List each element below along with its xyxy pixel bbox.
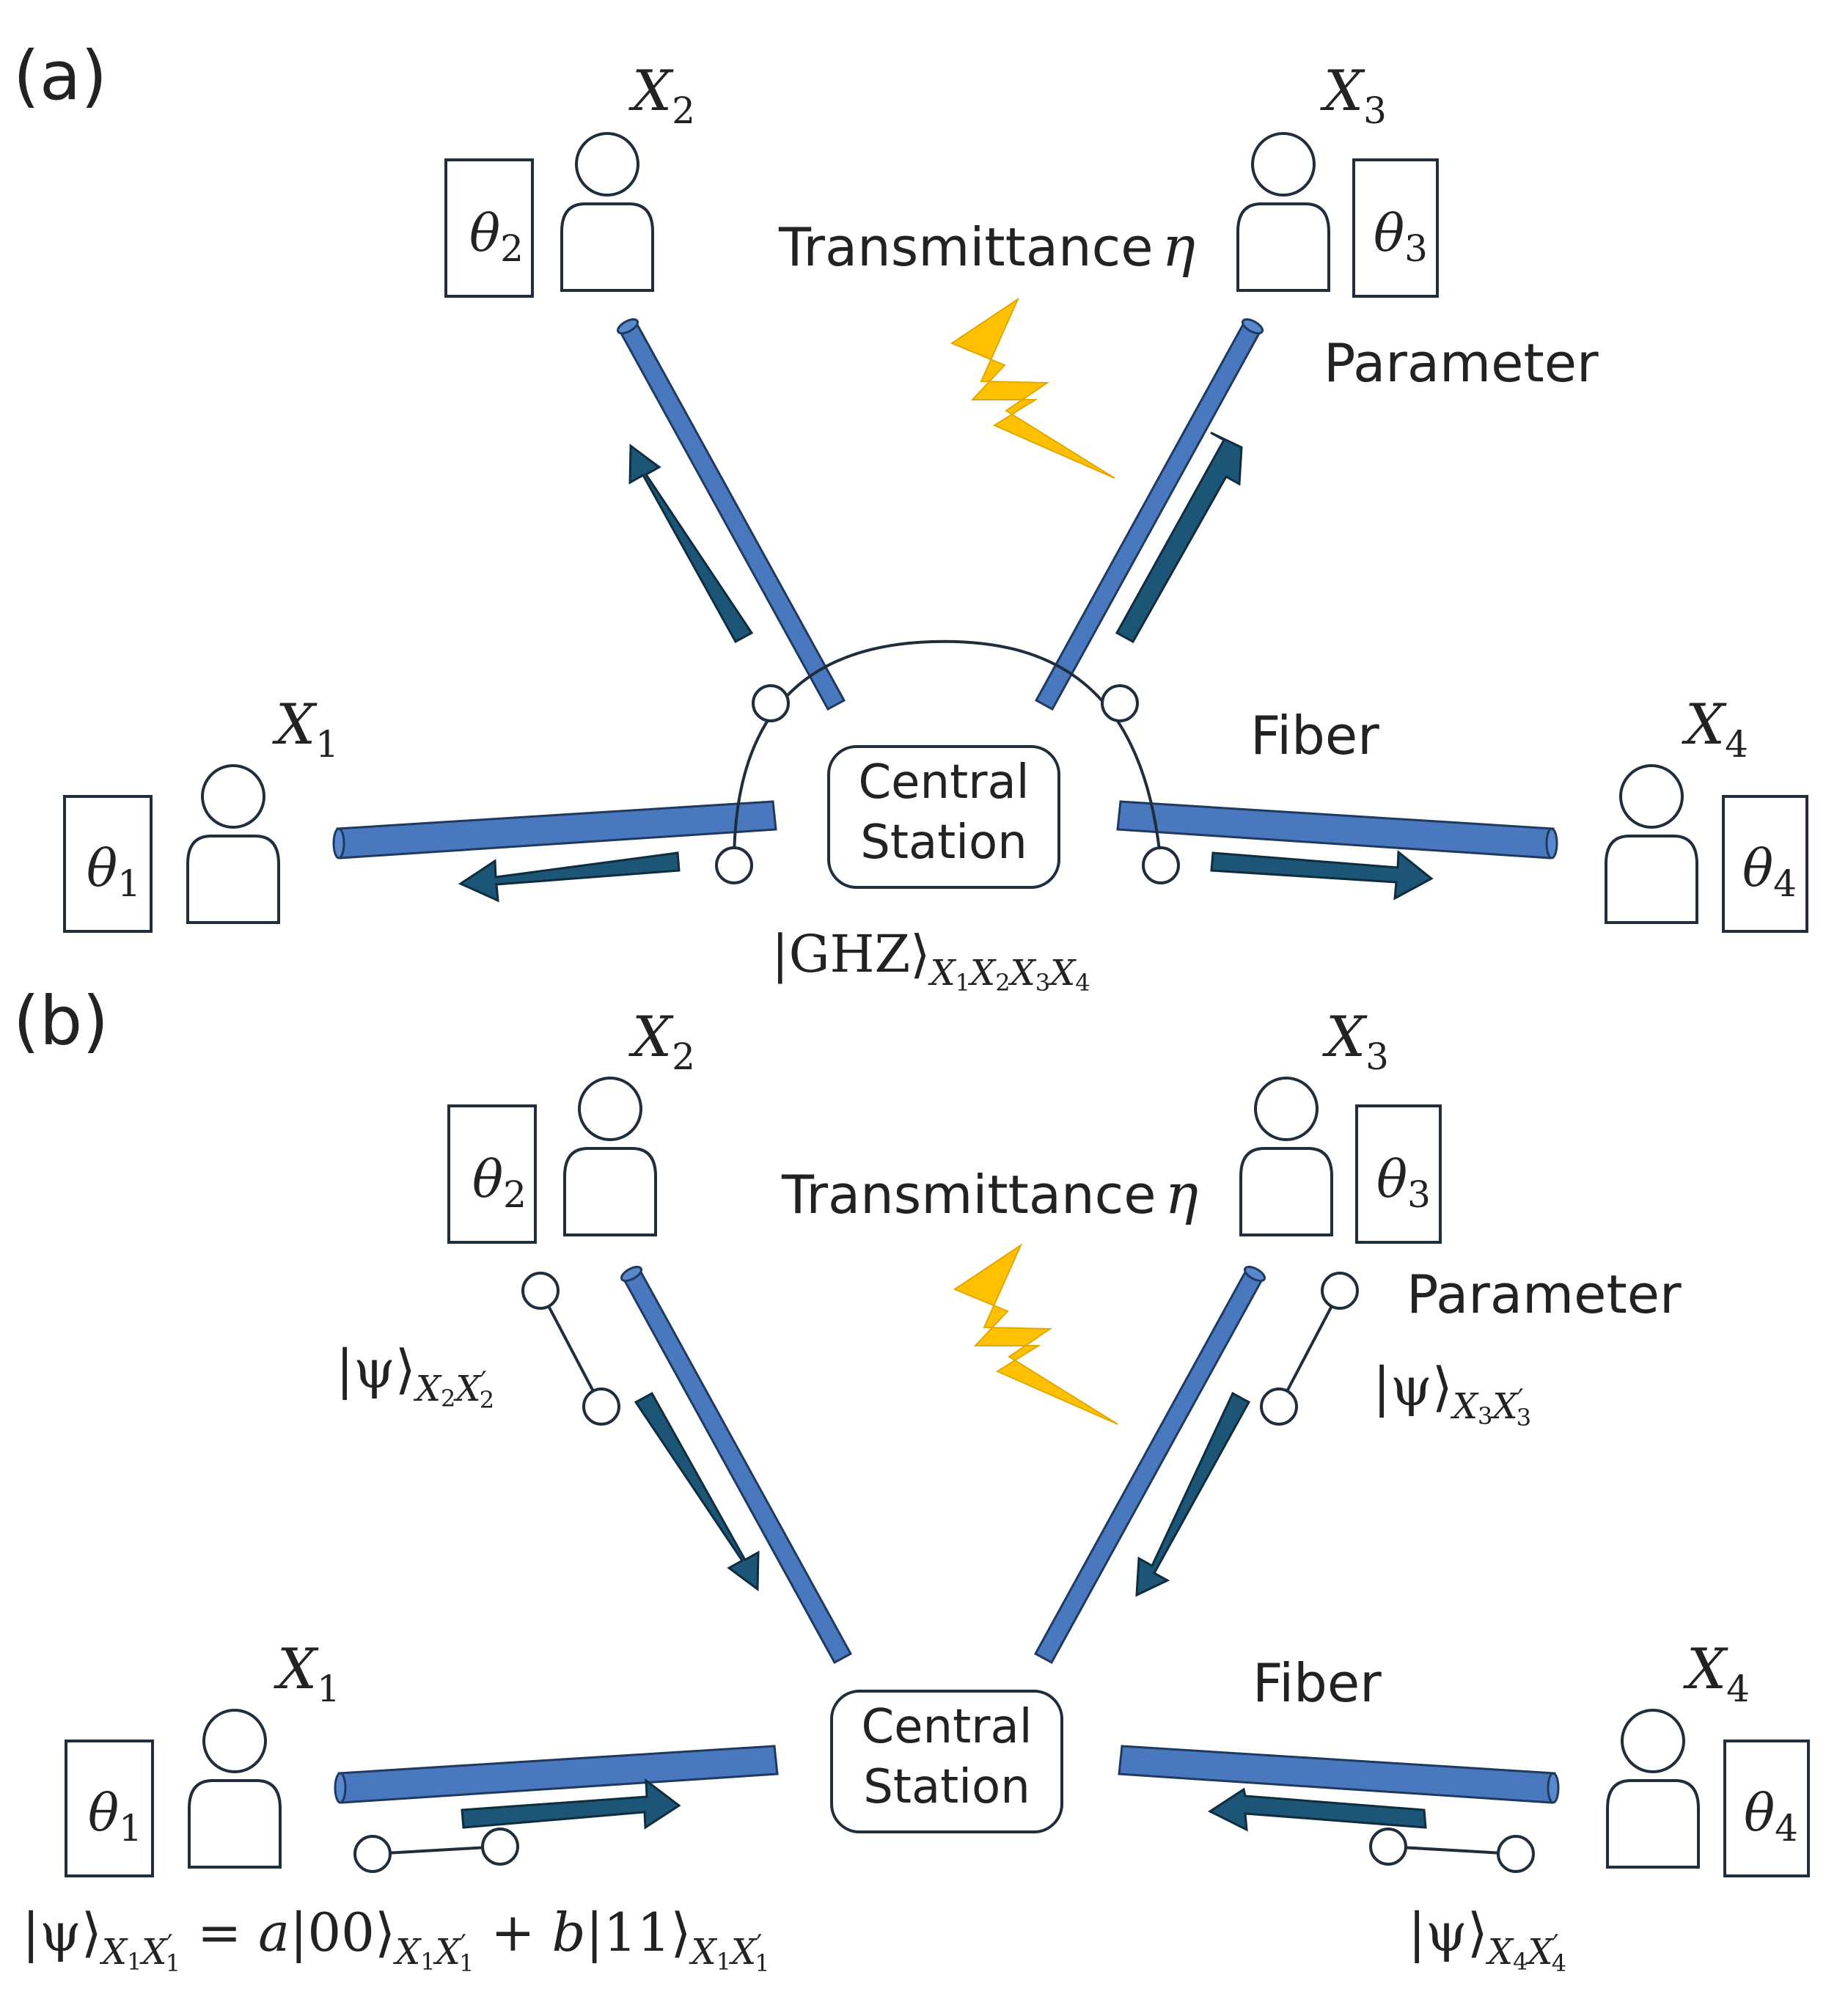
fiber-x2-b — [620, 1265, 853, 1665]
psi-x1-equation: |ψ⟩X1X′1 = a|00⟩X1X′1 + b|11⟩X1X′1 — [22, 1902, 770, 1977]
qubit-circle-icon — [1369, 1828, 1407, 1866]
psi-x3-label: |ψ⟩X3X′3 — [1373, 1356, 1531, 1432]
fiber-x3-b — [1033, 1265, 1266, 1665]
central-station-line1: Central — [858, 755, 1029, 810]
theta-label: θ4 — [1744, 1783, 1798, 1850]
fiber-x2-a — [616, 318, 846, 711]
arrow-to-x1-a — [458, 851, 681, 903]
theta-label: θ1 — [88, 1783, 142, 1850]
central-station-line2: Station — [863, 1760, 1030, 1814]
theta-label: θ1 — [87, 838, 141, 905]
person-icon — [1236, 132, 1330, 292]
parameter-label: Parameter — [1407, 1264, 1682, 1325]
person-icon — [560, 132, 654, 292]
parameter-label: Parameter — [1324, 332, 1599, 394]
user-x4-b: θ4 X4 — [1606, 1636, 1810, 1877]
theta-label: θ3 — [1376, 1149, 1431, 1216]
qubit-circle-icon — [1142, 846, 1180, 884]
qubit-circle-icon — [1321, 1272, 1359, 1310]
pair-x3-b — [1260, 1272, 1359, 1426]
fiber-x3-a — [1034, 318, 1264, 711]
user-x4-a: θ4 X4 — [1605, 692, 1808, 933]
psi-x2-label: |ψ⟩X2X′2 — [336, 1338, 494, 1414]
fiber-x4-a — [1116, 800, 1558, 859]
user-name: X3 — [1320, 58, 1387, 132]
arrow-from-x2-b — [634, 1391, 760, 1591]
panel-a-label: (a) — [13, 37, 107, 115]
panel-a: (a) Central — [13, 37, 1808, 997]
arrow-to-x2-a — [628, 444, 754, 644]
central-station-a — [827, 745, 1060, 889]
user-name: X1 — [272, 692, 339, 766]
fiber-x1-a — [332, 800, 777, 859]
theta-box — [444, 158, 534, 298]
fiber-label: Fiber — [1253, 1652, 1382, 1714]
central-station-line2: Station — [860, 815, 1027, 870]
person-icon — [1605, 764, 1698, 924]
qubit-circle-icon — [353, 1835, 392, 1873]
ghz-state-label: |GHZ⟩X1X2X3X4 — [771, 924, 1090, 997]
arrow-to-x4-a — [1210, 849, 1434, 901]
central-station-b — [830, 1690, 1063, 1833]
user-x2-b: θ2 X2 — [447, 1004, 695, 1244]
person-icon — [563, 1077, 657, 1236]
arrow-from-x3-b — [1135, 1391, 1251, 1597]
theta-label: θ2 — [472, 1149, 527, 1216]
theta-box — [1723, 1740, 1810, 1877]
fiber-x4-b — [1118, 1745, 1560, 1804]
theta-box — [1722, 795, 1808, 933]
lightning-bolt-icon — [953, 1243, 1118, 1425]
theta-label: θ4 — [1742, 838, 1797, 905]
theta-box — [1352, 158, 1439, 298]
user-name: X3 — [1322, 1004, 1389, 1078]
qubit-circle-icon — [1101, 684, 1139, 722]
qubit-circle-icon — [481, 1828, 519, 1866]
qubit-circle-icon — [752, 684, 790, 722]
pair-x2-b — [521, 1272, 620, 1426]
person-icon — [1239, 1077, 1333, 1236]
fiber-x1-b — [334, 1745, 779, 1804]
qubit-circle-icon — [1260, 1388, 1298, 1426]
arrow-from-x1-b — [461, 1778, 681, 1830]
user-name: X2 — [628, 1004, 695, 1078]
theta-label: θ2 — [469, 203, 524, 270]
central-station-line1: Central — [861, 1700, 1032, 1754]
qubit-circle-icon — [1497, 1835, 1535, 1873]
theta-label: θ3 — [1374, 203, 1428, 270]
lightning-bolt-icon — [950, 297, 1115, 479]
qubit-circle-icon — [715, 846, 753, 884]
theta-box — [1355, 1104, 1442, 1244]
user-x3-a: θ3 X3 — [1236, 58, 1439, 298]
user-x1-a: θ1 X1 — [63, 692, 339, 933]
pair-x1-b — [353, 1828, 519, 1873]
user-name: X1 — [274, 1636, 340, 1710]
user-x3-b: θ3 X3 — [1239, 1004, 1442, 1244]
ghz-entanglement-arc — [732, 639, 1162, 866]
person-icon — [1606, 1709, 1700, 1869]
psi-x4-label: |ψ⟩X4X′4 — [1408, 1902, 1566, 1977]
fiber-label: Fiber — [1250, 705, 1379, 766]
person-icon — [186, 764, 280, 924]
arrow-to-x3-a — [1115, 431, 1243, 644]
user-name: X4 — [1682, 692, 1748, 766]
theta-box — [63, 795, 153, 933]
user-x1-b: θ1 X1 — [65, 1636, 340, 1877]
user-name: X2 — [628, 58, 695, 132]
panel-b: (b) — [13, 982, 1810, 1977]
user-x2-a: θ2 X2 — [444, 58, 695, 298]
panel-b-label: (b) — [13, 982, 109, 1060]
qubit-circle-icon — [521, 1272, 560, 1310]
pair-x4-b — [1369, 1828, 1535, 1873]
person-icon — [188, 1709, 282, 1869]
theta-box — [447, 1104, 537, 1244]
theta-box — [65, 1740, 154, 1877]
user-name: X4 — [1683, 1636, 1750, 1710]
qubit-circle-icon — [582, 1388, 620, 1426]
arrow-from-x4-b — [1207, 1787, 1427, 1832]
